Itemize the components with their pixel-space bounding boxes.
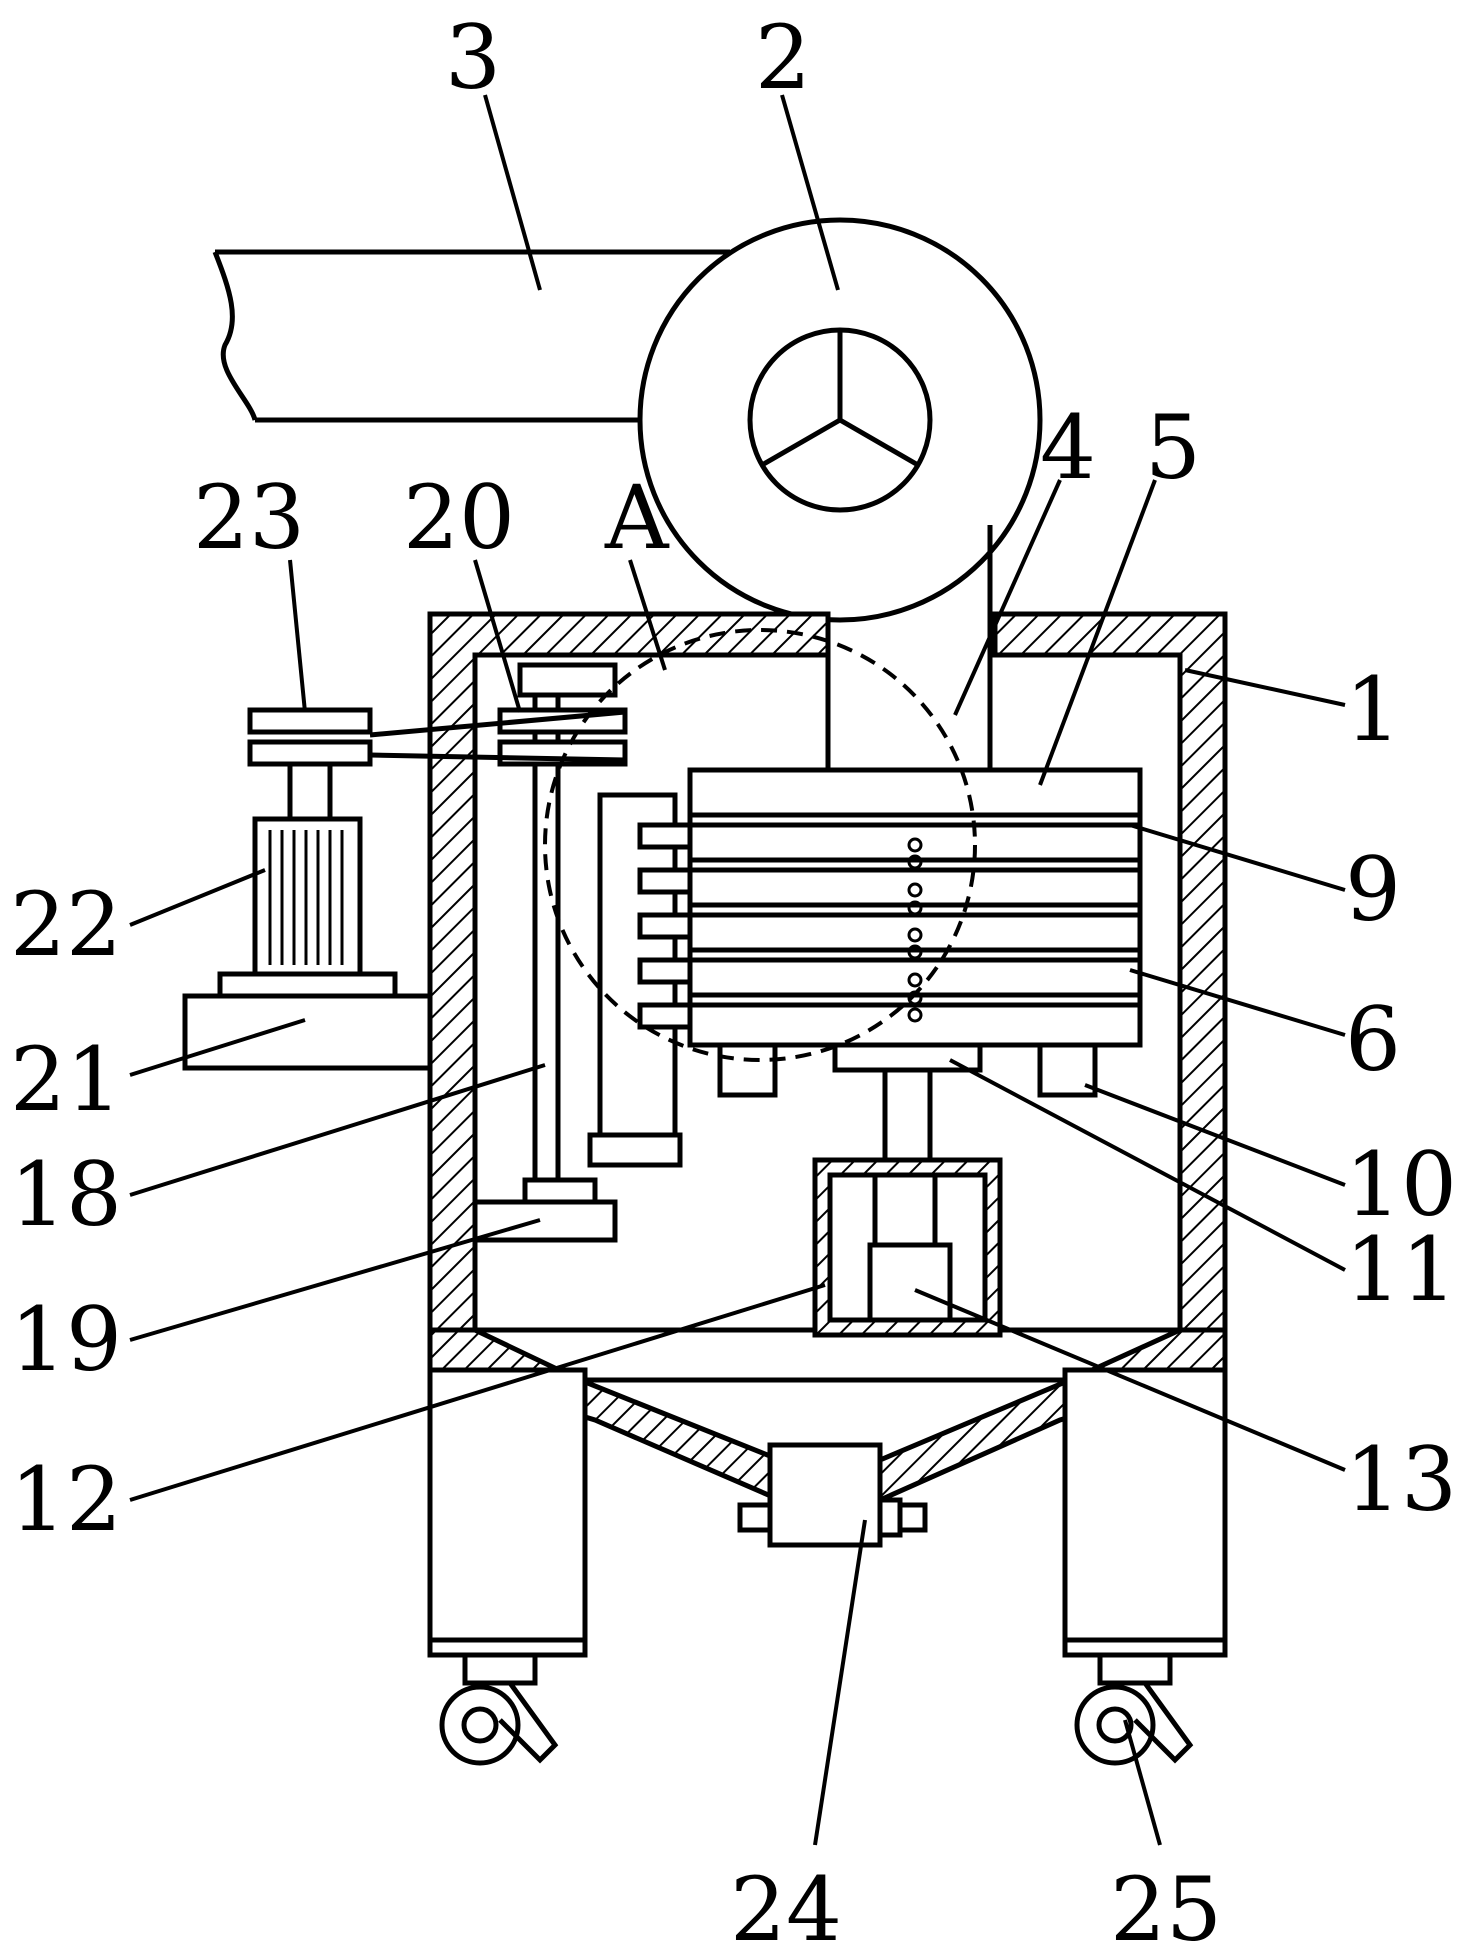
label-21: 21 [10,1028,122,1131]
label-13: 13 [1345,1428,1457,1531]
label-25: 25 [1110,1858,1222,1955]
detail-circle-a [543,628,977,1062]
label-a: A [604,466,670,569]
caster-left [439,1652,559,1766]
label-6: 6 [1345,988,1401,1091]
label-12: 12 [10,1448,122,1551]
support-feet [717,1042,1098,1098]
filter-box [687,767,1143,1048]
label-24: 24 [730,1858,842,1955]
label-2: 2 [755,6,811,109]
label-10: 10 [1345,1133,1457,1236]
legs [427,1367,1228,1658]
screw-mechanism [472,662,693,1243]
label-22: 22 [10,873,122,976]
leader-lines [129,94,1346,1846]
duct [212,249,730,423]
label-3: 3 [445,6,501,109]
label-18: 18 [10,1143,122,1246]
discharge-valve [737,1442,928,1548]
label-23: 23 [193,466,305,569]
belt-pulley [247,707,626,822]
label-20: 20 [403,466,515,569]
motor-base [182,993,433,1071]
fan [637,217,1043,623]
label-4: 4 [1040,396,1096,499]
label-19: 19 [10,1288,122,1391]
caster-right [1074,1652,1194,1766]
motor [217,816,398,999]
label-9: 9 [1345,838,1401,941]
label-5: 5 [1145,396,1201,499]
label-11: 11 [1345,1218,1457,1321]
reference-labels: 3 2 23 20 A 4 5 1 9 6 10 11 13 22 21 18 … [10,6,1457,1955]
cylinder-housing [812,1157,1003,1338]
label-1: 1 [1345,658,1401,761]
